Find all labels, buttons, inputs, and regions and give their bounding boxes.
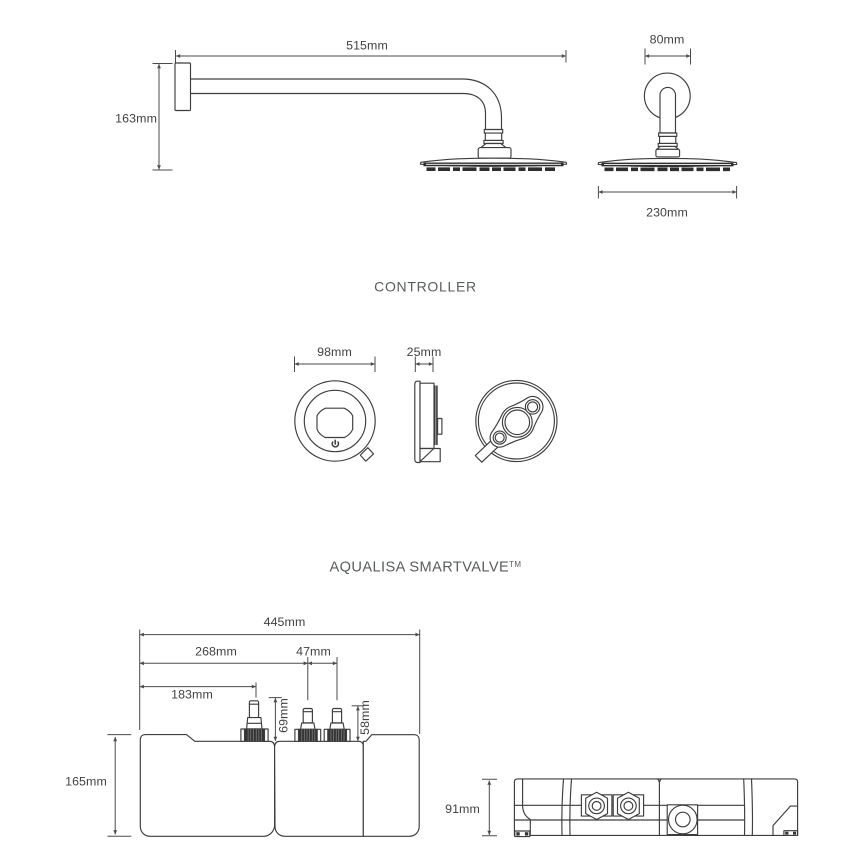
svg-text:165mm: 165mm <box>65 775 107 789</box>
svg-text:183mm: 183mm <box>171 688 213 702</box>
svg-text:69mm: 69mm <box>277 698 291 733</box>
svg-text:163mm: 163mm <box>115 111 157 125</box>
svg-text:230mm: 230mm <box>646 205 688 219</box>
svg-text:445mm: 445mm <box>264 615 306 629</box>
svg-text:91mm: 91mm <box>445 802 480 816</box>
svg-text:98mm: 98mm <box>317 345 352 359</box>
svg-text:47mm: 47mm <box>296 645 331 659</box>
svg-text:80mm: 80mm <box>650 32 685 46</box>
svg-text:AQUALISA SMARTVALVETM: AQUALISA SMARTVALVETM <box>330 560 522 576</box>
svg-text:CONTROLLER: CONTROLLER <box>374 279 477 295</box>
svg-text:58mm: 58mm <box>358 700 372 735</box>
svg-text:268mm: 268mm <box>195 645 237 659</box>
svg-text:25mm: 25mm <box>407 345 442 359</box>
svg-text:515mm: 515mm <box>346 39 388 53</box>
